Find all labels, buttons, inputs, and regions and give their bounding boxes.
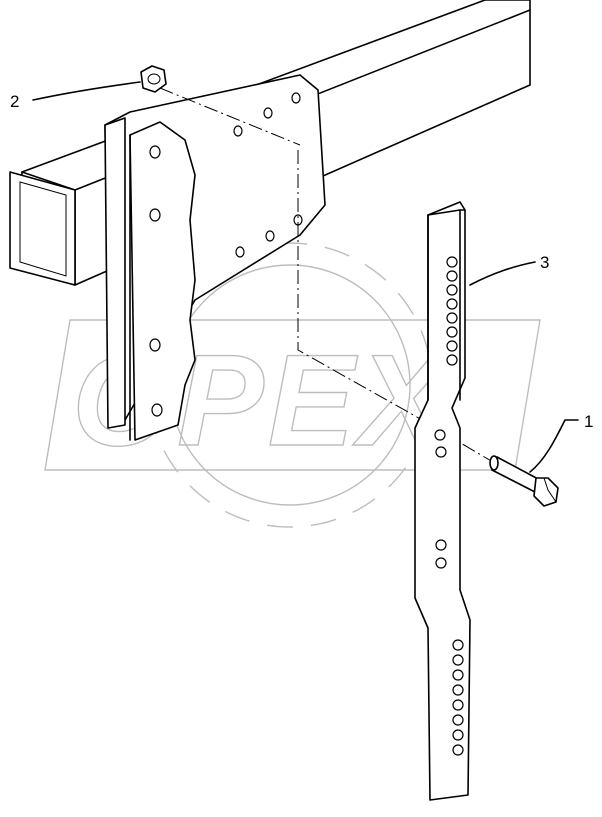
drawbar-hole: [452, 654, 464, 666]
drawbar-hole: [446, 312, 458, 324]
tube-end-face: [9, 171, 76, 286]
drawbar-hole: [435, 446, 447, 458]
bracket-front-plate: [129, 121, 196, 441]
hex-nut: [140, 65, 167, 93]
callout-3: 3: [469, 253, 549, 286]
callout-label-nut: 2: [10, 92, 19, 111]
bracket-hole: [149, 145, 161, 159]
drawbar-hole: [452, 669, 464, 681]
drawbar-hole: [435, 539, 447, 551]
drawbar-hole: [435, 557, 447, 569]
drawbar-middle-holes: [434, 429, 447, 569]
drawbar-hole: [446, 256, 458, 268]
leader-line-bar: [469, 261, 536, 286]
drawbar: [414, 201, 471, 801]
bracket-hole: [235, 246, 245, 258]
centerline-nut: [159, 87, 301, 146]
drawbar-hole: [452, 639, 464, 651]
callout-2: 2: [10, 81, 141, 111]
tube-end-inner: [19, 181, 67, 277]
drawbar-hole: [434, 429, 446, 441]
drawbar-hole: [452, 729, 464, 741]
bracket-hole: [151, 403, 163, 417]
drawbar-hole: [452, 699, 464, 711]
bracket-hole: [233, 125, 243, 137]
nut-body: [140, 65, 167, 93]
leader-line-nut: [32, 81, 141, 101]
bolt-head-facet: [543, 477, 557, 503]
hex-bolt: [489, 455, 559, 507]
bolt-tip: [489, 455, 499, 471]
callout-1: 1: [529, 412, 593, 473]
bracket-hole: [149, 338, 161, 352]
mounting-bracket: [104, 74, 326, 441]
bracket-hole: [265, 230, 275, 242]
drawbar-hole: [446, 326, 458, 338]
drawbar-hole: [446, 340, 458, 352]
drawbar-hole: [452, 714, 464, 726]
bracket-hole: [291, 92, 301, 104]
leader-line-bolt: [529, 419, 579, 473]
drawbar-hole: [446, 298, 458, 310]
drawbar-hole: [446, 284, 458, 296]
nut-bore: [147, 73, 161, 85]
drawbar-hole: [446, 270, 458, 282]
bolt-head: [533, 477, 559, 507]
drawbar-hole: [452, 744, 464, 756]
callout-label-bolt: 1: [584, 412, 593, 431]
bracket-hole: [263, 107, 273, 119]
bracket-hole: [149, 208, 161, 222]
drawbar-lower-holes: [452, 639, 464, 756]
drawbar-hole: [452, 684, 464, 696]
callout-label-bar: 3: [540, 253, 549, 272]
drawbar-body: [414, 201, 471, 801]
bracket-side-flange: [104, 117, 126, 429]
centerline-bracket-to-bar: [297, 150, 441, 431]
drawbar-upper-holes: [446, 256, 458, 366]
drawbar-hole: [446, 354, 458, 366]
